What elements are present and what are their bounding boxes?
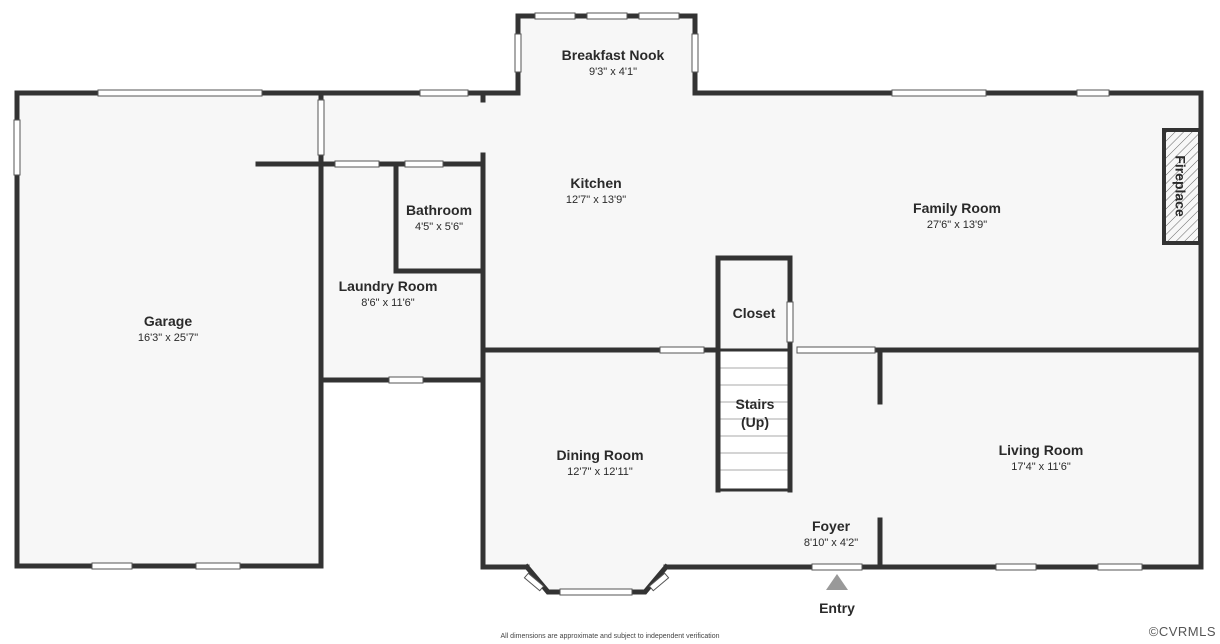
exterior-notch — [323, 382, 481, 568]
living-room-dim: 17'4" x 11'6" — [1011, 461, 1071, 473]
bathroom-dim: 4'5" x 5'6" — [415, 221, 463, 233]
stairs-label-line1: Stairs — [736, 396, 775, 412]
kitchen-name: Kitchen — [570, 175, 621, 191]
stairs-label-line2: (Up) — [741, 414, 769, 430]
windows — [13, 12, 1143, 596]
entry-label: Entry — [819, 600, 855, 616]
garage-dim: 16'3" x 25'7" — [138, 332, 198, 344]
foyer-name: Foyer — [812, 518, 851, 534]
fireplace-label: Fireplace — [1172, 155, 1188, 217]
closet-name: Closet — [733, 305, 776, 321]
nook-floor — [518, 16, 695, 96]
laundry-room-dim: 8'6" x 11'6" — [361, 297, 414, 309]
living-room-name: Living Room — [999, 442, 1084, 458]
mls-watermark: ©CVRMLS — [1148, 624, 1216, 639]
disclaimer-text: All dimensions are approximate and subje… — [500, 633, 720, 640]
garage-floor — [17, 93, 321, 566]
bathroom-name: Bathroom — [406, 202, 472, 218]
kitchen-dim: 12'7" x 13'9" — [566, 194, 626, 206]
entry-arrow — [826, 574, 848, 590]
floor-fills — [17, 16, 1201, 592]
dining-room-name: Dining Room — [556, 447, 643, 463]
bay-floor — [527, 567, 666, 592]
family-room-dim: 27'6" x 13'9" — [927, 219, 987, 231]
dining-room-dim: 12'7" x 12'11" — [567, 466, 633, 478]
breakfast-nook-dim: 9'3" x 4'1" — [589, 66, 637, 78]
fireplace — [1162, 128, 1202, 245]
foyer-dim: 8'10" x 4'2" — [804, 537, 858, 549]
family-room-name: Family Room — [913, 200, 1001, 216]
laundry-room-name: Laundry Room — [339, 278, 438, 294]
breakfast-nook-name: Breakfast Nook — [562, 47, 665, 63]
garage-name: Garage — [144, 313, 192, 329]
